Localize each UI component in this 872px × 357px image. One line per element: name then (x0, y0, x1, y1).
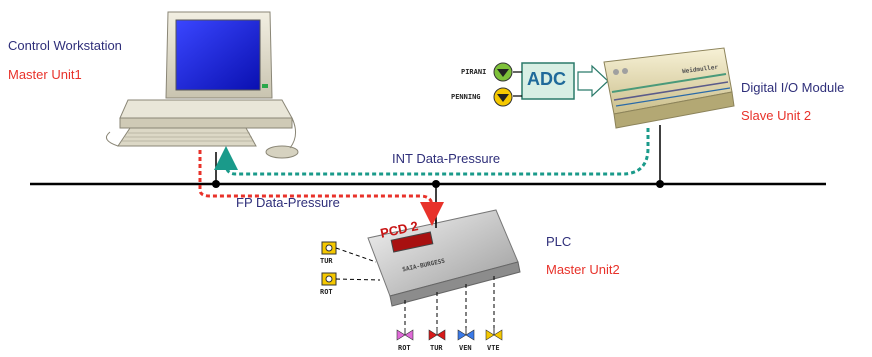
plc-sensor-tur-icon (321, 241, 337, 255)
workstation-role: Master Unit1 (8, 67, 82, 82)
valve-tur-icon (428, 328, 446, 341)
fp-data-label: FP Data-Pressure (236, 195, 340, 210)
valve-label-rot: ROT (398, 344, 411, 352)
adc-block (513, 62, 609, 100)
pirani-gauge-icon (493, 62, 513, 82)
plc-device-icon (367, 209, 521, 307)
plc-role: Master Unit2 (546, 262, 620, 277)
adc-label: ADC (527, 69, 566, 89)
valve-rot-icon (396, 328, 414, 341)
valve-vte-icon (485, 328, 503, 341)
plc-sensor-rot-icon (321, 272, 337, 286)
int-data-arrow (214, 128, 650, 176)
int-data-label: INT Data-Pressure (392, 151, 501, 166)
io-module-icon (603, 47, 735, 129)
plc-sensor-tur-label: TUR (320, 257, 333, 265)
io-module-name: Digital I/O Module (741, 80, 845, 95)
valve-label-tur: TUR (430, 344, 443, 352)
io-module-role: Slave Unit 2 (741, 108, 812, 123)
plc-name: PLC (546, 234, 572, 249)
workstation-computer-icon (105, 11, 299, 159)
valve-ven-icon (457, 328, 475, 341)
penning-label: PENNING (451, 93, 481, 101)
penning-gauge-icon (493, 87, 513, 107)
plc-sensor-rot-label: ROT (320, 288, 333, 296)
workstation-name: Control Workstation (8, 38, 122, 53)
fp-data-arrow (198, 150, 444, 226)
valve-label-vte: VTE (487, 344, 500, 352)
valve-label-ven: VEN (459, 344, 472, 352)
pirani-label: PIRANI (461, 68, 487, 76)
